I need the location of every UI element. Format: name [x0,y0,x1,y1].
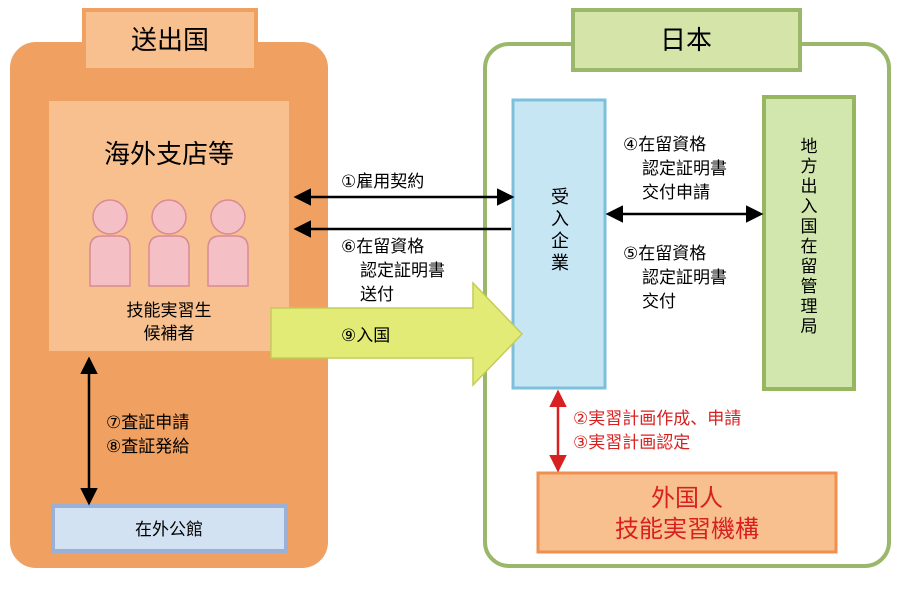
receiving-company-char: 業 [551,253,569,274]
coe-issue-label-line1: ⑤在留資格 [623,244,706,264]
overseas-branch-title: 海外支店等 [104,140,234,170]
trainee-candidates-line2: 候補者 [144,324,195,344]
immigration-bureau-char: 地 [801,137,818,157]
coe-issue-label-line3: 交付 [642,292,676,312]
otit-box [536,471,838,554]
training-plan-label-line1: ②実習計画作成、申請 [573,409,741,429]
coe-issue-label-line2: 認定証明書 [642,268,727,288]
immigration-bureau-char: 出 [801,177,818,197]
otit-label-line1: 外国人 [651,484,723,512]
visa-issuance-label: ⑧査証発給 [106,437,189,457]
receiving-company-char: 受 [551,187,569,208]
receiving-company-box [511,98,607,390]
trainee-person-icon [148,199,190,287]
entry-arrow [270,281,524,387]
entry-label: ⑨入国 [341,326,390,346]
coe-apply-label-line1: ④在留資格 [623,135,706,155]
sending-country-tab [82,8,258,72]
immigration-bureau-char: 入 [801,197,818,217]
immigration-bureau-char: 方 [801,157,818,177]
coe-apply-label-line2: 認定証明書 [642,159,727,179]
japan-label: 日本 [660,26,712,56]
coe-apply-label-line3: 交付申請 [642,183,710,203]
immigration-bureau-char: 国 [801,217,818,237]
immigration-bureau-char: 在 [801,237,818,257]
otit-label-line2: 技能実習機構 [615,515,759,543]
receiving-company-char: 企 [551,231,569,252]
sending-country-label: 送出国 [131,26,209,56]
immigration-bureau-char: 管 [801,277,818,297]
immigration-bureau-char: 理 [801,297,818,317]
japan-tab [571,8,802,72]
trainee-candidates-line1: 技能実習生 [127,301,212,321]
coe-send-label-line2: 認定証明書 [360,261,445,281]
trainee-person-icon [207,199,249,287]
immigration-bureau-box [762,95,856,391]
trainee-person-icon [89,199,131,287]
embassy-label: 在外公館 [135,520,203,540]
coe-send-label-line1: ⑥在留資格 [341,237,424,257]
training-plan-label-line2: ③実習計画認定 [573,433,690,453]
immigration-bureau-char: 局 [801,317,818,337]
coe-send-label-line3: 送付 [360,285,394,305]
visa-application-label: ⑦査証申請 [106,413,189,433]
immigration-bureau-char: 留 [801,257,818,277]
employment-contract-label: ①雇用契約 [341,172,424,192]
receiving-company-char: 入 [551,209,569,230]
embassy-box [51,504,288,553]
